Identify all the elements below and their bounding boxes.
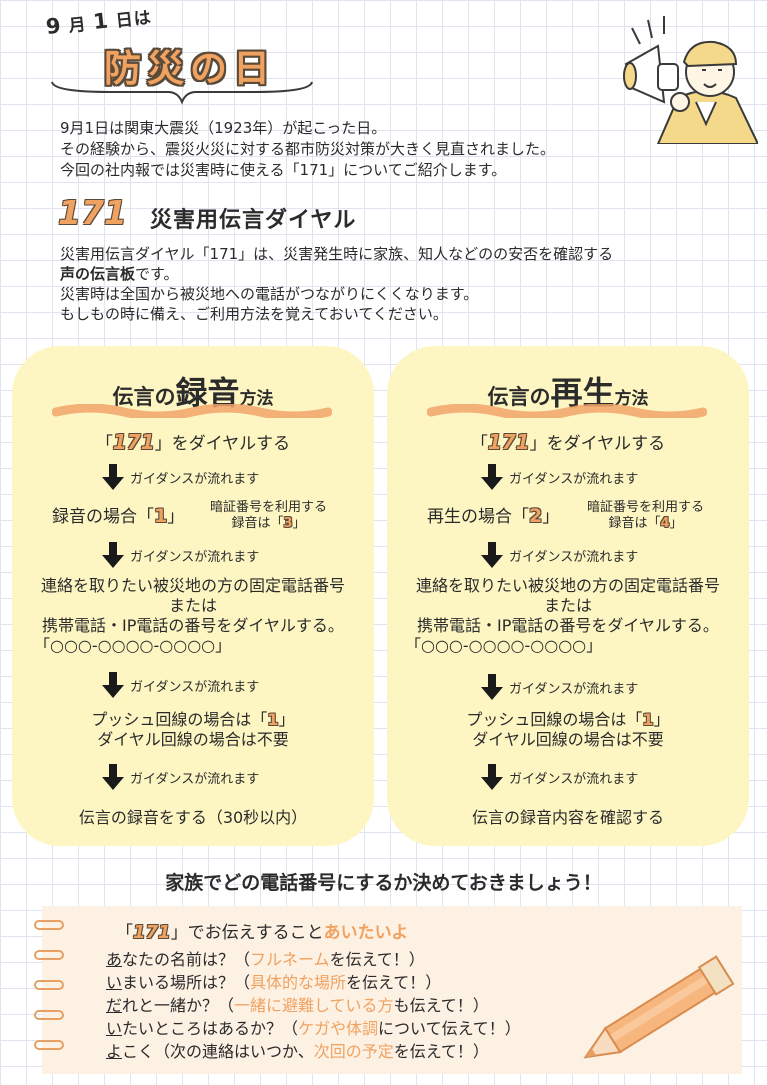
section-number: 171 (58, 193, 127, 232)
date-heading: 9 月 1 日は (44, 7, 153, 39)
playback-step-select: 再生の場合「2」 (427, 505, 560, 527)
playback-step-line-type: プッシュ回線の場合は「1」 ダイヤル回線の場合は不要 (466, 710, 670, 749)
family-note: 家族でどの電話番号にするか決めておきましょう！ (165, 872, 602, 894)
page-title: 防災の日 (104, 47, 276, 90)
record-step-final: 伝言の録音をする（30秒以内） (78, 808, 308, 827)
down-arrow-icon (102, 672, 124, 698)
brace-decoration (51, 81, 313, 105)
down-arrow-icon (481, 764, 503, 790)
down-arrow-icon (481, 542, 503, 568)
record-step-number: 連絡を取りたい被災地の方の固定電話番号 または 携帯電話・IP電話の番号をダイヤ… (34, 576, 345, 655)
down-arrow-icon (102, 764, 124, 790)
wave-decoration (52, 404, 332, 418)
playback-step-final: 伝言の録音内容を確認する (471, 808, 664, 827)
spiral-binding-icon (34, 1040, 64, 1050)
playback-step-number: 連絡を取りたい被災地の方の固定電話番号 または 携帯電話・IP電話の番号をダイヤ… (405, 576, 720, 655)
pencil-illustration (583, 955, 735, 1059)
megaphone-person-illustration (623, 16, 758, 144)
down-arrow-icon (481, 464, 503, 490)
record-step-dial: 「171」をダイヤルする (95, 430, 291, 454)
down-arrow-icon (102, 464, 124, 490)
playback-step-dial: 「171」をダイヤルする (470, 430, 666, 454)
intro-text: 9月1日は関東大震災（1923年）が起こった日。 その経験から、震災火災に対する… (60, 119, 556, 179)
record-password-note: 暗証番号を利用する 録音は「3」 (210, 500, 328, 531)
record-step-line-type: プッシュ回線の場合は「1」 ダイヤル回線の場合は不要 (91, 710, 295, 749)
guidance-arrow: ガイダンスが流れます (102, 542, 259, 568)
guidance-arrow: ガイダンスが流れます (481, 464, 638, 490)
note-list: あなたの名前は？（フルネームを伝えて！） いまいる場所は？（具体的な場所を伝えて… (106, 948, 521, 1063)
down-arrow-icon (102, 542, 124, 568)
spiral-binding-icon (34, 920, 64, 930)
list-item: あなたの名前は？（フルネームを伝えて！） (106, 950, 425, 969)
wave-decoration (427, 404, 707, 418)
playback-panel-title: 伝言の再生方法 (487, 374, 649, 412)
spiral-binding-icon (34, 950, 64, 960)
guidance-arrow: ガイダンスが流れます (481, 674, 638, 700)
section-description: 災害用伝言ダイヤル「171」は、災害発生時に家族、知人などのの安否を確認する 声… (60, 245, 614, 323)
guidance-arrow: ガイダンスが流れます (481, 764, 638, 790)
record-step-select: 録音の場合「1」 (52, 505, 185, 527)
guidance-arrow: ガイダンスが流れます (481, 542, 638, 568)
down-arrow-icon (481, 674, 503, 700)
record-method-panel: 伝言の録音方法 「171」をダイヤルする ガイダンスが流れます 録音の場合「1」… (12, 346, 374, 846)
playback-method-panel: 伝言の再生方法 「171」をダイヤルする ガイダンスが流れます 再生の場合「2」… (387, 346, 749, 846)
guidance-arrow: ガイダンスが流れます (102, 764, 259, 790)
list-item: だれと一緒か？（一緒に避難している方も伝えて！） (106, 996, 489, 1015)
note-title: 「171」でお伝えすることあいたいよ (116, 922, 409, 943)
playback-password-note: 暗証番号を利用する 録音は「4」 (587, 500, 705, 531)
spiral-binding-icon (34, 1010, 64, 1020)
spiral-binding-icon (34, 980, 64, 990)
list-item: よこく（次の連絡はいつか、次回の予定を伝えて！） (106, 1042, 489, 1061)
list-item: いまいる場所は？（具体的な場所を伝えて！） (106, 973, 442, 992)
list-item: いたいところはあるか？（ケガや体調について伝えて！） (106, 1019, 521, 1038)
guidance-arrow: ガイダンスが流れます (102, 672, 259, 698)
guidance-arrow: ガイダンスが流れます (102, 464, 259, 490)
section-title: 災害用伝言ダイヤル (150, 208, 357, 233)
